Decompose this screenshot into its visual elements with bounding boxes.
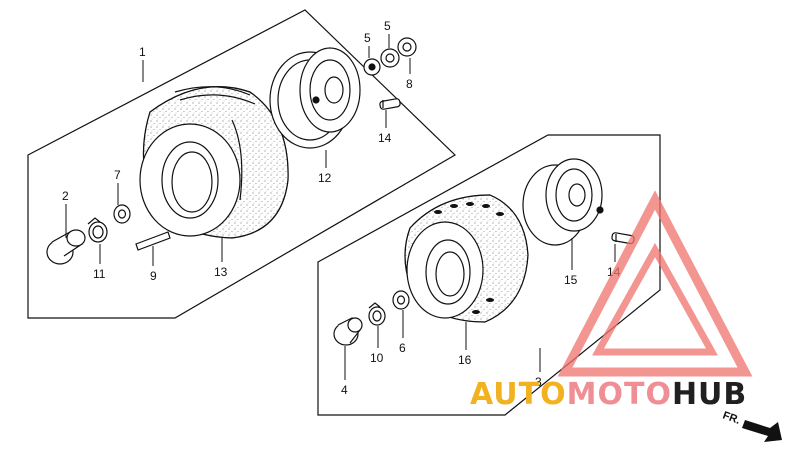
rear-wheel-group bbox=[27, 9, 456, 319]
front-arrow-icon bbox=[742, 420, 782, 442]
callout-6: 6 bbox=[399, 341, 406, 355]
callout-13: 13 bbox=[214, 265, 228, 279]
hub-cap-front bbox=[333, 317, 363, 346]
front-rim bbox=[522, 158, 604, 246]
callout-4: 4 bbox=[341, 383, 348, 397]
front-washer-6 bbox=[392, 290, 410, 310]
watermark-part2: MOTO bbox=[567, 377, 672, 412]
callout-10: 10 bbox=[370, 351, 384, 365]
leader-lines bbox=[65, 34, 616, 380]
rear-tire bbox=[139, 86, 289, 239]
watermark-logo: AUTOMOTOHUB bbox=[470, 190, 753, 412]
callout-8: 8 bbox=[406, 77, 413, 91]
callout-3: 3 bbox=[535, 375, 542, 389]
callout-5b: 5 bbox=[384, 19, 391, 33]
rear-washers bbox=[363, 37, 417, 76]
rear-rim bbox=[269, 47, 361, 149]
front-group-outline bbox=[317, 134, 661, 416]
callout-9: 9 bbox=[150, 269, 157, 283]
watermark-text: AUTOMOTOHUB bbox=[470, 377, 747, 412]
rear-clip bbox=[87, 217, 108, 243]
rear-washer-7 bbox=[113, 204, 131, 224]
front-tire bbox=[404, 194, 529, 323]
rear-group-outline bbox=[27, 9, 456, 319]
front-label: FR. bbox=[721, 410, 742, 427]
callout-5a: 5 bbox=[364, 31, 371, 45]
watermark-part1: AUTO bbox=[470, 377, 567, 412]
watermark-triangle bbox=[557, 190, 753, 377]
callout-14a: 14 bbox=[378, 131, 392, 145]
callout-1: 1 bbox=[139, 45, 146, 59]
hub-cap-rear bbox=[46, 229, 86, 265]
front-clip bbox=[368, 302, 386, 326]
callout-2: 2 bbox=[62, 189, 69, 203]
callout-16: 16 bbox=[458, 353, 472, 367]
callout-15: 15 bbox=[564, 273, 578, 287]
watermark-part3: HUB bbox=[672, 377, 747, 412]
front-wheel-group bbox=[317, 134, 661, 416]
callout-7: 7 bbox=[114, 168, 121, 182]
callout-labels: 1 2 7 11 9 13 12 5 5 8 14 3 4 10 6 16 15… bbox=[62, 19, 621, 397]
rear-valve bbox=[379, 98, 401, 110]
callout-12: 12 bbox=[318, 171, 332, 185]
callout-11: 11 bbox=[93, 267, 106, 281]
rear-key bbox=[135, 231, 171, 251]
front-direction-marker: FR. bbox=[721, 410, 782, 442]
